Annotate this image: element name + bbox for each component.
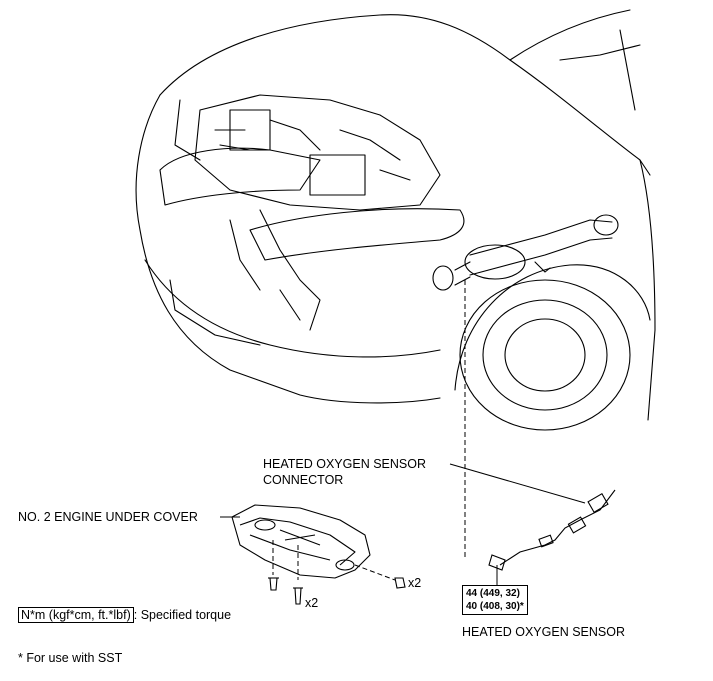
engine-block <box>194 94 441 211</box>
torque-unit-text: : Specified torque <box>133 608 232 622</box>
exhaust-pipe <box>469 219 613 276</box>
sensor-connector-male <box>567 516 587 534</box>
connector-label-line1: HEATED OXYGEN SENSOR <box>263 457 426 471</box>
oxygen-sensor-body <box>488 554 506 571</box>
torque-value-1: 44 (449, 32) <box>466 588 520 599</box>
sst-note: * For use with SST <box>18 651 123 665</box>
connector-leader <box>449 463 586 504</box>
torque-value-2: 40 (408, 30)* <box>466 601 524 612</box>
bolt-quantity: x2 <box>408 576 422 590</box>
clip-quantity: x2 <box>305 596 319 610</box>
wheel-arch <box>454 264 651 391</box>
under-cover-outline <box>231 504 371 579</box>
oxygen-sensor-label: HEATED OXYGEN SENSOR <box>462 625 625 639</box>
clip-fastener <box>269 577 278 591</box>
bolt-fastener-1 <box>294 587 302 605</box>
sensor-grommet <box>538 534 554 548</box>
exhaust-flange <box>593 214 619 236</box>
car-right-body <box>639 159 656 421</box>
car-hood-outline <box>159 14 651 176</box>
car-roof-line <box>509 9 631 61</box>
sensor-wire <box>499 519 581 566</box>
torque-spec-box: 44 (449, 32) 40 (408, 30)* <box>462 585 528 615</box>
bolt-fastener-2 <box>394 577 406 589</box>
front-wheel <box>459 279 631 431</box>
torque-unit-box: N*m (kgf*cm, ft.*lbf) <box>18 607 134 623</box>
connector-label-line2: CONNECTOR <box>263 473 344 487</box>
torque-legend: N*m (kgf*cm, ft.*lbf): Specified torque <box>18 607 232 623</box>
catalytic-converter <box>464 244 526 280</box>
car-front-bumper <box>144 259 441 358</box>
under-cover-label: NO. 2 ENGINE UNDER COVER <box>18 510 198 524</box>
sensor-connector-female <box>587 493 609 513</box>
bolt-dash <box>354 564 396 581</box>
grille-area <box>249 208 465 261</box>
headlight <box>159 147 321 206</box>
car-windshield <box>619 29 636 111</box>
car-body-outline <box>135 94 441 404</box>
